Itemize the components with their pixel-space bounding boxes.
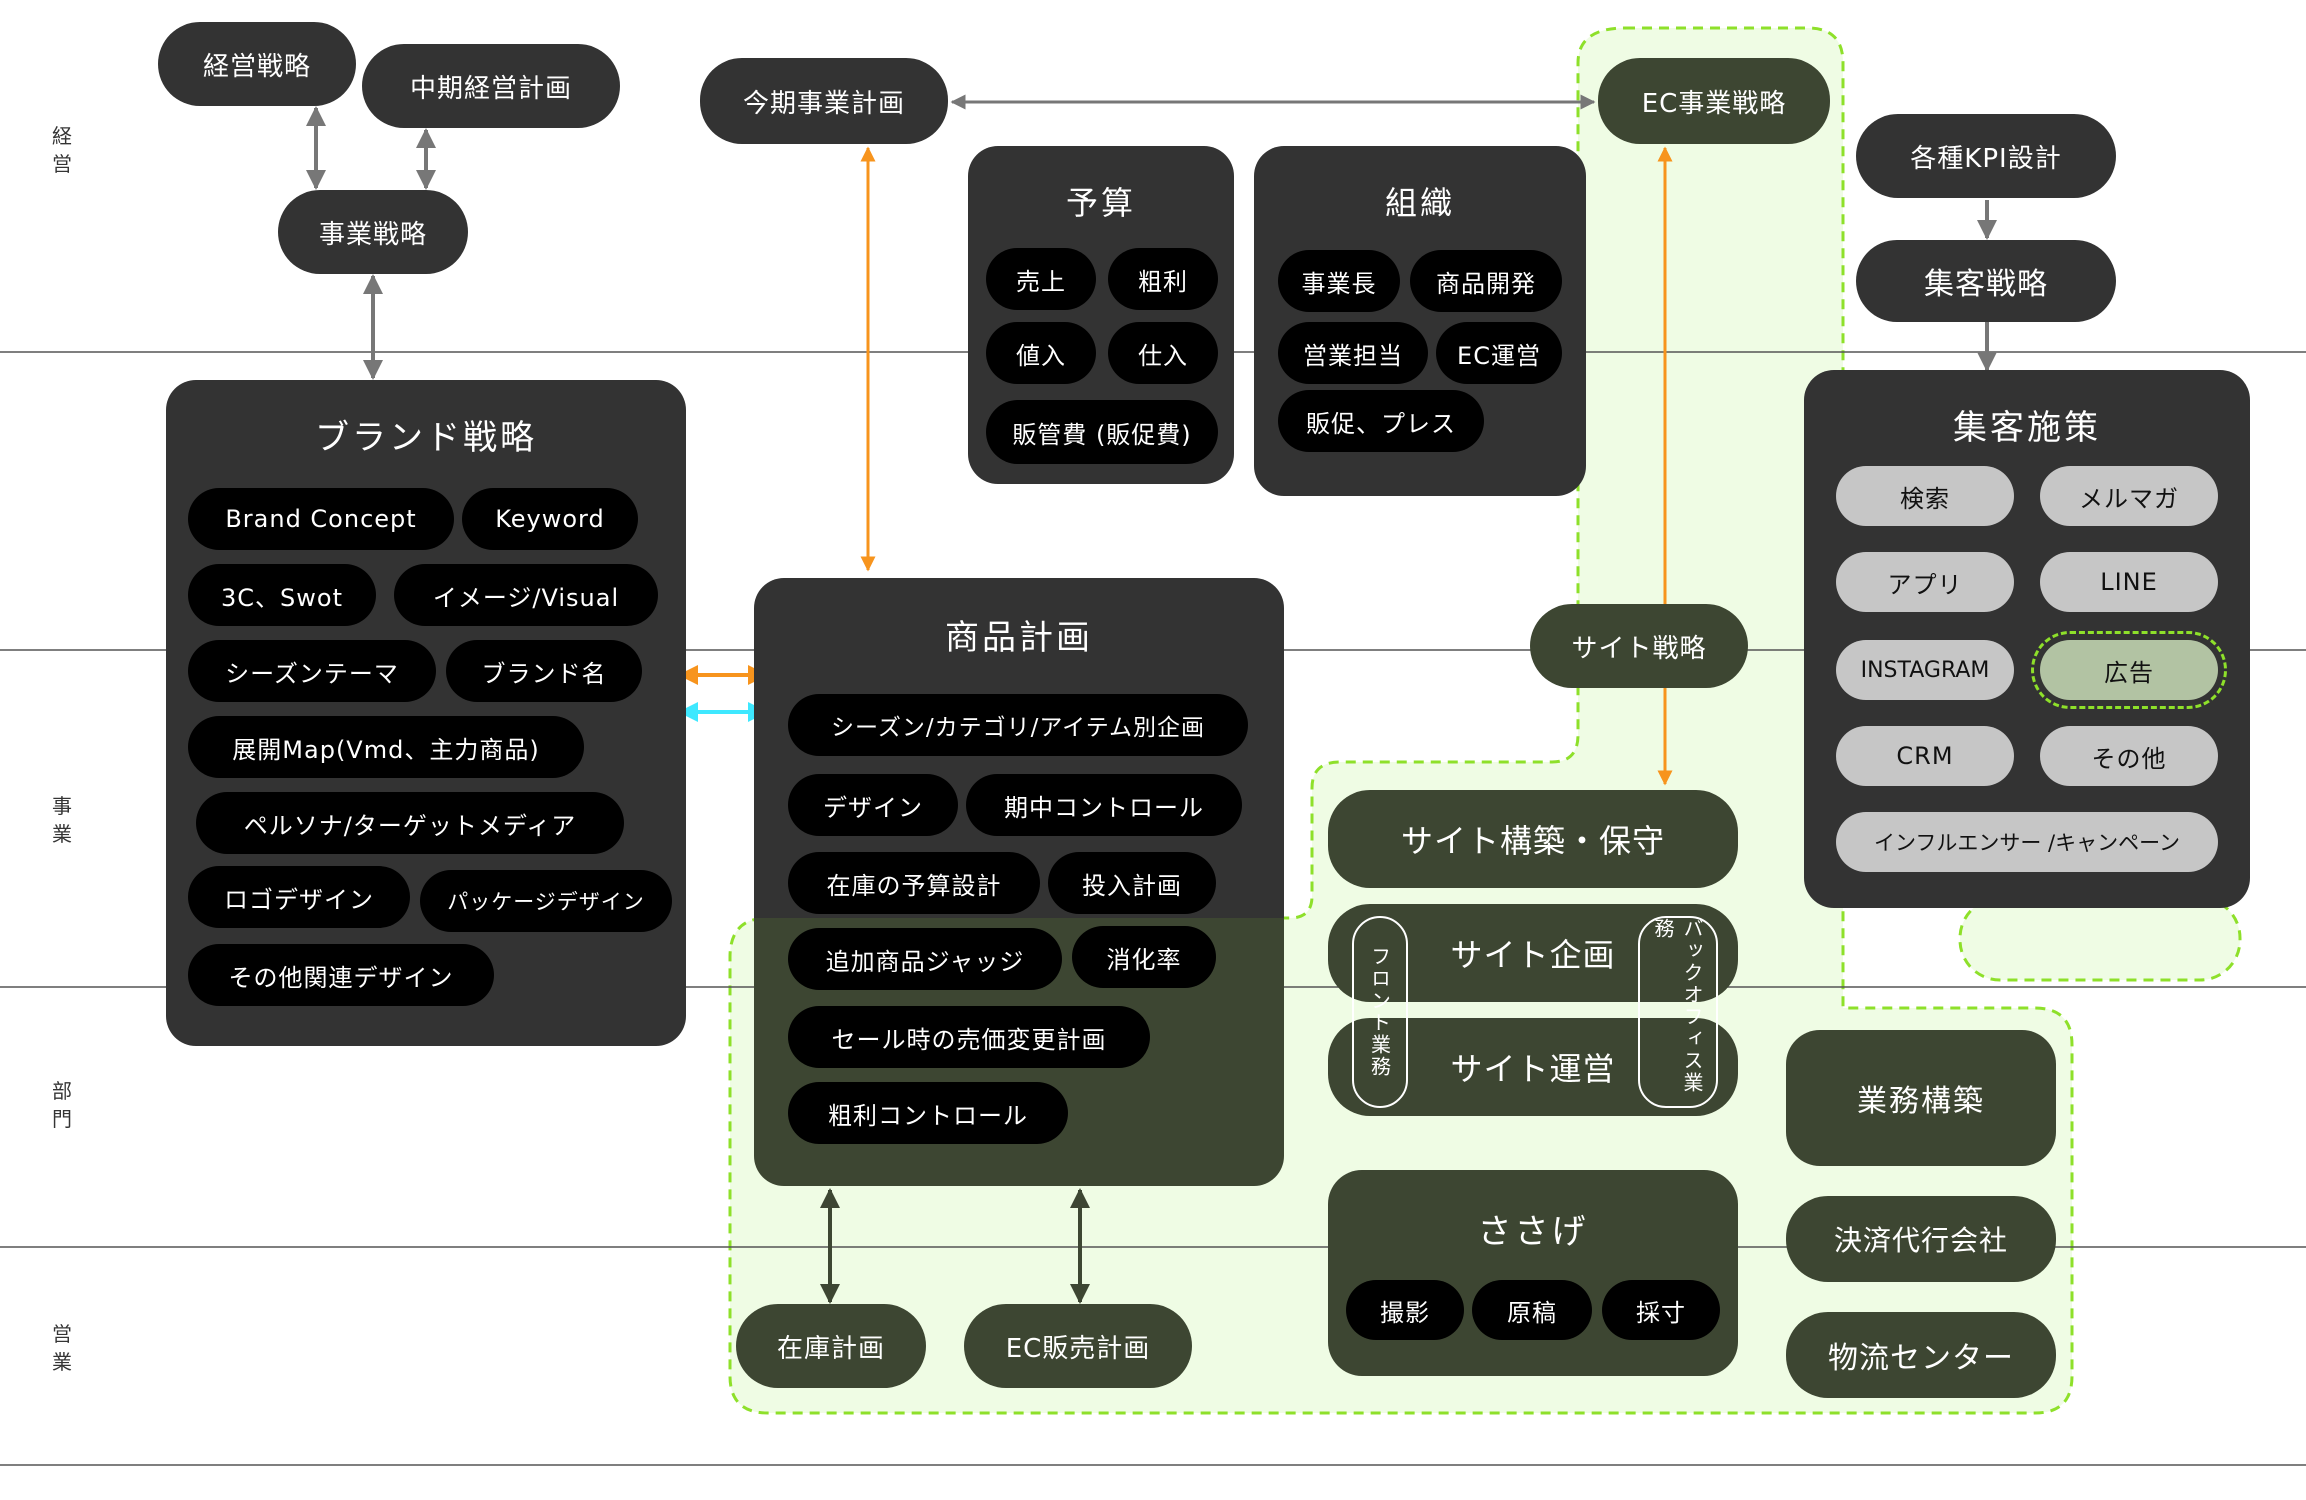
shisaku-item: 検索 [1836,466,2014,526]
soshiki-item: 事業長 [1278,250,1400,312]
brand-item: イメージ/Visual [394,564,658,626]
butsuryu-center-node: 物流センター [1786,1312,2056,1398]
side-letter: 部 [52,1079,72,1103]
soshiki-item: 商品開発 [1410,250,1562,312]
shohin-item: 追加商品ジャッジ [788,928,1062,990]
yosan-item: 粗利 [1108,248,1218,310]
sasage-item: 撮影 [1346,1280,1464,1340]
sasage-item: 原稿 [1472,1280,1592,1340]
side-letter: 事 [52,794,72,818]
yosan-item: 売上 [986,248,1096,310]
brand-item: ロゴデザイン [188,866,410,928]
brand-item: ペルソナ/ターゲットメディア [196,792,624,854]
side-letter: 経 [52,124,72,148]
yosan-title: 予算 [1065,184,1136,222]
soshiki-item: EC運営 [1436,322,1562,384]
brand-item: Brand Concept [188,488,454,550]
shukyaku-senryaku-node: 集客戦略 [1856,240,2116,322]
brand-item: パッケージデザイン [420,870,672,932]
extra-dashed-slot [1958,896,2242,982]
zaiko-keikaku-node: 在庫計画 [736,1304,926,1388]
yosan-item: 値入 [986,322,1096,384]
back-office-label: バックオフィス業務 [1651,918,1704,1094]
shisaku-item: インフルエンサー /キャンペーン [1836,812,2218,872]
sasage-box: ささげ [1328,1170,1738,1376]
front-gyomu-frame [1352,916,1408,1108]
brand-title: ブランド戦略 [315,418,537,458]
chuki-keiei-keikaku-node: 中期経営計画 [362,44,620,128]
side-letter: 営 [52,1322,72,1346]
shohin-item: 粗利コントロール [788,1082,1068,1144]
site-senryaku-node: サイト戦略 [1530,604,1748,688]
shohin-title: 商品計画 [945,618,1093,658]
keiei-senryaku-node: 経営戦略 [158,22,356,106]
site-kochiku-node: サイト構築・保守 [1328,790,1738,888]
ec-hanbai-keikaku-node: EC販売計画 [964,1304,1192,1388]
yosan-item: 販管費 (販促費) [986,400,1218,464]
brand-item: Keyword [462,488,638,550]
brand-item: 展開Map(Vmd、主力商品) [188,716,584,778]
shohin-item: デザイン [788,774,958,836]
brand-item: ブランド名 [446,640,642,702]
soshiki-title: 組織 [1384,184,1455,222]
ec-jigyo-senryaku-node: EC事業戦略 [1598,58,1830,144]
kpi-sekkei-node: 各種KPI設計 [1856,114,2116,198]
side-letter: 業 [52,822,72,846]
shisaku-item: その他 [2040,726,2218,786]
shohin-item: シーズン/カテゴリ/アイテム別企画 [788,694,1248,756]
shisaku-item-highlighted: 広告 [2031,631,2227,709]
soshiki-item: 販促、プレス [1278,390,1484,452]
shohin-item: 消化率 [1072,926,1216,988]
shisaku-item: CRM [1836,726,2014,786]
side-letter: 営 [52,152,72,176]
shisaku-item: LINE [2040,552,2218,612]
side-letter: 門 [52,1107,72,1131]
sasage-title: ささげ [1477,1212,1589,1252]
shukyaku-shisaku-title: 集客施策 [1953,408,2101,448]
front-gyomu-label: フロント業務 [1367,946,1392,1078]
brand-item: その他関連デザイン [188,944,494,1006]
shisaku-item: メルマガ [2040,466,2218,526]
shisaku-item: アプリ [1836,552,2014,612]
shohin-item: 在庫の予算設計 [788,852,1040,914]
back-office-frame [1638,916,1718,1108]
brand-item: シーズンテーマ [188,640,436,702]
soshiki-item: 営業担当 [1278,322,1428,384]
shisaku-item: INSTAGRAM [1836,640,2014,700]
brand-item: 3C、Swot [188,564,376,626]
gyomu-kochiku-node: 業務構築 [1786,1030,2056,1166]
konki-jigyo-keikaku-node: 今期事業計画 [700,58,948,144]
shohin-item: 投入計画 [1048,852,1216,914]
yosan-item: 仕入 [1108,322,1218,384]
sasage-item: 採寸 [1602,1280,1720,1340]
side-letter: 業 [52,1350,72,1374]
shohin-item: 期中コントロール [966,774,1242,836]
kessai-daiko-node: 決済代行会社 [1786,1196,2056,1282]
shohin-item: セール時の売価変更計画 [788,1006,1150,1068]
jigyo-senryaku-node: 事業戦略 [278,190,468,274]
